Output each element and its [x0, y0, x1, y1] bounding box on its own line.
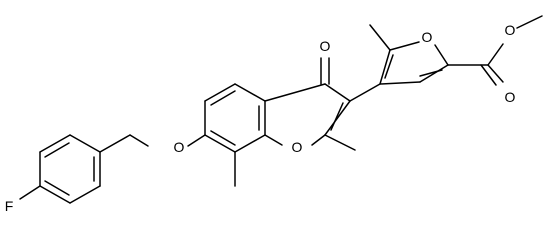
ester-carbonyl-oxygen-label: O [505, 89, 516, 105]
ketone-double-bond [320, 57, 330, 85]
ether-bond [187, 134, 206, 147]
furan-methyl-bond [369, 24, 391, 51]
fluorine-label: F [5, 198, 14, 214]
molecule-structure-diagram: F O O O O O O [5, 15, 543, 214]
ester-single-oxygen-label: O [505, 22, 516, 38]
furan-oxygen-label: O [422, 29, 433, 45]
chromone-benzene-ring [204, 83, 266, 153]
fluorophenyl-ring [39, 134, 101, 204]
chromone-furan-bond [349, 83, 381, 102]
carbon-fluorine-bond [19, 185, 41, 200]
pyranone-ring [264, 83, 351, 146]
ether-oxygen-label: O [174, 139, 185, 155]
ketone-oxygen-label: O [320, 38, 331, 54]
furan-ring [379, 41, 449, 85]
methyl-ester-group [447, 15, 543, 86]
benzyl-linker [99, 134, 149, 153]
chromone-ring-oxygen-label: O [292, 139, 303, 155]
c2-methyl-bond [324, 134, 356, 151]
